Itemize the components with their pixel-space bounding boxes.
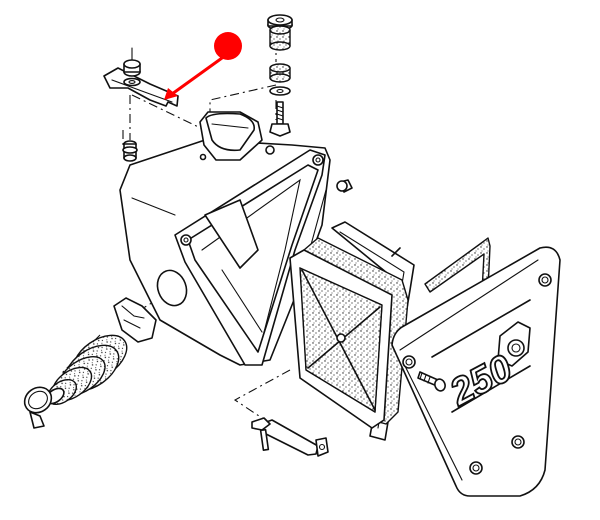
rubber-grommet-bottom xyxy=(269,63,291,83)
red-dot-icon xyxy=(214,32,242,60)
bracket-bolt xyxy=(122,140,138,162)
intake-boot xyxy=(45,334,128,406)
grommet-bolt xyxy=(269,101,291,137)
arrow-head-icon xyxy=(164,88,178,100)
bracket-washer xyxy=(123,77,141,87)
air-filter-element xyxy=(289,237,409,429)
intake-snorkel xyxy=(199,111,263,161)
rubber-grommet-top xyxy=(267,14,293,51)
side-cover-screw xyxy=(417,371,446,392)
side-cover: 250 xyxy=(391,246,561,497)
mounting-bracket xyxy=(103,67,179,107)
hose-clamp xyxy=(23,386,53,429)
air-box-housing xyxy=(119,139,353,366)
lower-bracket-bolt xyxy=(251,417,271,451)
grommet-washer xyxy=(269,86,291,96)
callout-marker xyxy=(164,32,242,100)
inlet-adapter xyxy=(113,297,157,343)
bracket-nut xyxy=(123,47,141,77)
